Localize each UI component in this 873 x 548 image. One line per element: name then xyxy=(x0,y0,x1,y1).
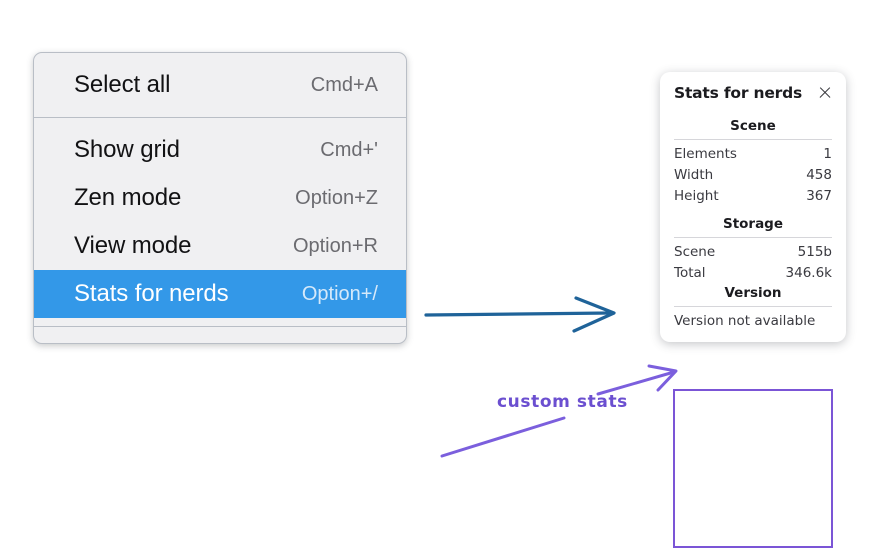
menu-item-select-all[interactable]: Select all Cmd+A xyxy=(34,61,406,109)
menu-item-label: Stats for nerds xyxy=(74,280,229,307)
version-heading: Version xyxy=(724,285,782,301)
storage-heading: Storage xyxy=(722,216,784,232)
menu-item-label: View mode xyxy=(74,232,192,259)
stat-value: 1 xyxy=(823,145,832,162)
menu-item-shortcut: Option+/ xyxy=(301,282,378,305)
storage-stats-group: Storage Scene 515b Total 346.6k xyxy=(660,214,846,283)
version-note: Version not available xyxy=(674,313,816,329)
purple-line-annotation xyxy=(440,416,566,458)
custom-stats-highlight-box xyxy=(673,389,833,548)
menu-item-stats-for-nerds[interactable]: Stats for nerds Option+/ xyxy=(34,270,406,318)
stat-key: Width xyxy=(674,166,714,183)
version-stats-group: Version Version not available xyxy=(660,283,846,330)
stat-row-elements: Elements 1 xyxy=(674,143,832,164)
menu-section-2: Show grid Cmd+' Zen mode Option+Z View m… xyxy=(34,117,406,326)
custom-stats-region: Storage Scene 515b Total 346.6k Version … xyxy=(660,206,846,548)
blue-arrow-annotation xyxy=(424,296,616,333)
scene-stats-group: Scene Elements 1 Width 458 Height 367 xyxy=(660,116,846,206)
menu-item-show-grid[interactable]: Show grid Cmd+' xyxy=(34,126,406,174)
stat-row-width: Width 458 xyxy=(674,164,832,185)
stat-value: 367 xyxy=(806,187,832,204)
menu-item-shortcut: Cmd+' xyxy=(320,138,378,161)
menu-item-label: Select all xyxy=(74,71,171,98)
stat-value: 515b xyxy=(797,243,832,260)
menu-item-shortcut: Option+Z xyxy=(295,186,378,209)
context-menu[interactable]: Select all Cmd+A Show grid Cmd+' Zen mod… xyxy=(33,52,407,344)
close-icon[interactable] xyxy=(817,85,833,101)
menu-section-1: Select all Cmd+A xyxy=(34,53,406,117)
menu-item-shortcut: Cmd+A xyxy=(310,73,378,96)
custom-stats-label: custom stats xyxy=(497,392,628,412)
panel-title: Stats for nerds xyxy=(674,84,803,102)
stat-row-height: Height 367 xyxy=(674,185,832,206)
stat-key: Elements xyxy=(674,145,737,162)
stat-value: 458 xyxy=(806,166,832,183)
divider xyxy=(674,237,832,238)
stat-value: 346.6k xyxy=(785,264,832,281)
menu-item-view-mode[interactable]: View mode Option+R xyxy=(34,222,406,270)
stat-row-storage-total: Total 346.6k xyxy=(674,262,832,283)
stat-key: Height xyxy=(674,187,719,204)
menu-footer-strip xyxy=(34,326,406,343)
stat-key: Total xyxy=(674,264,706,281)
menu-item-shortcut: Option+R xyxy=(292,234,378,257)
menu-item-label: Zen mode xyxy=(74,184,182,211)
stats-for-nerds-panel[interactable]: Stats for nerds Scene Elements 1 Width 4… xyxy=(660,72,846,548)
menu-item-zen-mode[interactable]: Zen mode Option+Z xyxy=(34,174,406,222)
stat-row-storage-scene: Scene 515b xyxy=(674,241,832,262)
divider xyxy=(674,306,832,307)
scene-heading: Scene xyxy=(730,118,776,134)
divider xyxy=(674,139,832,140)
menu-item-label: Show grid xyxy=(74,136,180,163)
panel-header: Stats for nerds xyxy=(660,84,846,102)
stat-key: Scene xyxy=(674,243,716,260)
